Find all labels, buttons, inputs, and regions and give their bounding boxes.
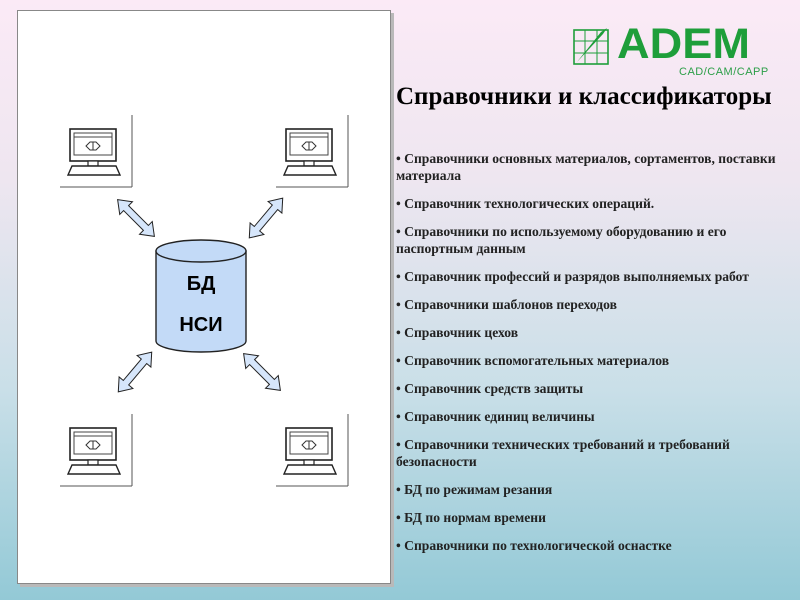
list-item: • Справочник профессий и разрядов выполн… [396,269,749,284]
list-item: • Справочники основных материалов, сорта… [396,151,776,183]
computer-icon [59,413,133,487]
list-item: • Справочник средств защиты [396,381,584,396]
database-label-line2: НСИ [179,314,222,336]
list-item: • Справочник технологических операций. [396,196,655,211]
list-item: • Справочники шаблонов переходов [396,297,617,312]
reference-list: • Справочники основных материалов, сорта… [396,150,790,565]
computer-icon [275,413,349,487]
network-diagram: БД НСИ [59,114,349,487]
double-arrow-icon [110,192,162,244]
list-item: • Справочник единиц величины [396,409,595,424]
list-item: • Справочник цехов [396,325,519,340]
diagram-panel: БД НСИ [17,10,391,584]
computer-icon [275,114,349,188]
double-arrow-icon [110,345,160,399]
list-item: • Справочник вспомогательных материалов [396,353,670,368]
page-title: Справочники и классификаторы [396,83,772,110]
double-arrow-icon [236,346,288,398]
list-item: • Справочники по технологической оснастк… [396,538,672,553]
adem-logo: ADEM CAD/CAM/CAPP [573,20,773,84]
logo-tagline: CAD/CAM/CAPP [679,66,769,78]
computer-icon [59,114,133,188]
database-icon [155,239,247,353]
list-item: • БД по режимам резания [396,482,553,497]
logo-mark-icon [573,28,609,65]
logo-name: ADEM [617,20,750,68]
list-item: • Справочники технических требований и т… [396,437,730,469]
double-arrow-icon [241,191,291,245]
database-label-line1: БД [187,273,216,295]
list-item: • БД по нормам времени [396,510,546,525]
list-item: • Справочники по используемому оборудова… [396,224,727,256]
